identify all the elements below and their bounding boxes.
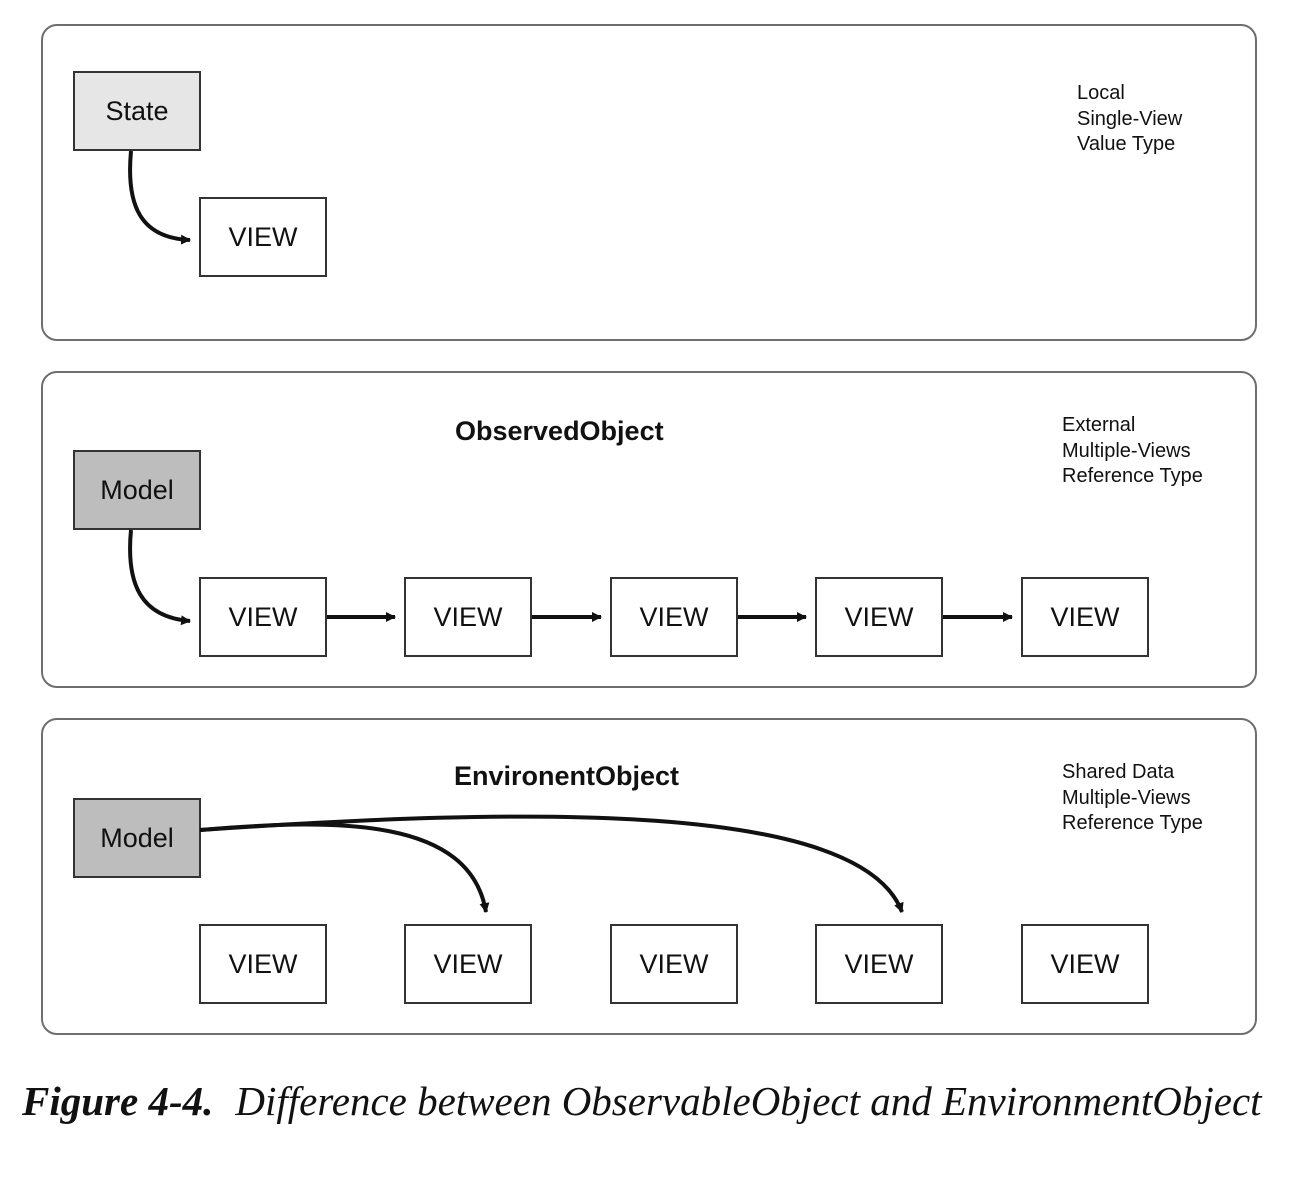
environment-view-box-2: VIEW bbox=[404, 924, 532, 1004]
environment-view-box-1: VIEW bbox=[199, 924, 327, 1004]
figure-caption-label: Figure 4-4. bbox=[22, 1078, 214, 1124]
state-panel bbox=[41, 24, 1257, 341]
observed-view-box-5: VIEW bbox=[1021, 577, 1149, 657]
environment-note-line-2: Multiple-Views bbox=[1062, 786, 1191, 809]
state-view-box: VIEW bbox=[199, 197, 327, 277]
environment-view-box-3: VIEW bbox=[610, 924, 738, 1004]
environment-note-line-3: Reference Type bbox=[1062, 812, 1203, 834]
figure-caption: Figure 4-4. Difference between Observable… bbox=[22, 1076, 1272, 1126]
observed-view-box-3: VIEW bbox=[610, 577, 738, 657]
environment-view-box-5: VIEW bbox=[1021, 924, 1149, 1004]
environment-view-box-4: VIEW bbox=[815, 924, 943, 1004]
observed-view-box-2: VIEW bbox=[404, 577, 532, 657]
observed-model-box: Model bbox=[73, 450, 201, 530]
state-box: State bbox=[73, 71, 201, 151]
figure-caption-text: Difference between ObservableObject and … bbox=[235, 1078, 1262, 1124]
observed-view-box-4: VIEW bbox=[815, 577, 943, 657]
state-note-line-1: Local bbox=[1077, 82, 1125, 104]
state-note-line-3: Value Type bbox=[1077, 133, 1176, 155]
environment-note-line-1: Shared Data bbox=[1062, 761, 1175, 783]
observed-view-box-1: VIEW bbox=[199, 577, 327, 657]
environment-model-box: Model bbox=[73, 798, 201, 878]
observed-note: External Multiple-Views Reference Type bbox=[1062, 413, 1203, 490]
observed-note-line-3: Reference Type bbox=[1062, 465, 1203, 487]
observed-object-title: ObservedObject bbox=[455, 416, 664, 446]
state-note-line-2: Single-View bbox=[1077, 107, 1183, 130]
observed-note-line-1: External bbox=[1062, 414, 1136, 436]
observed-note-line-2: Multiple-Views bbox=[1062, 439, 1191, 462]
environment-object-title: EnvironentObject bbox=[454, 761, 680, 791]
environment-note: Shared Data Multiple-Views Reference Typ… bbox=[1062, 760, 1203, 837]
state-note: Local Single-View Value Type bbox=[1077, 81, 1182, 158]
